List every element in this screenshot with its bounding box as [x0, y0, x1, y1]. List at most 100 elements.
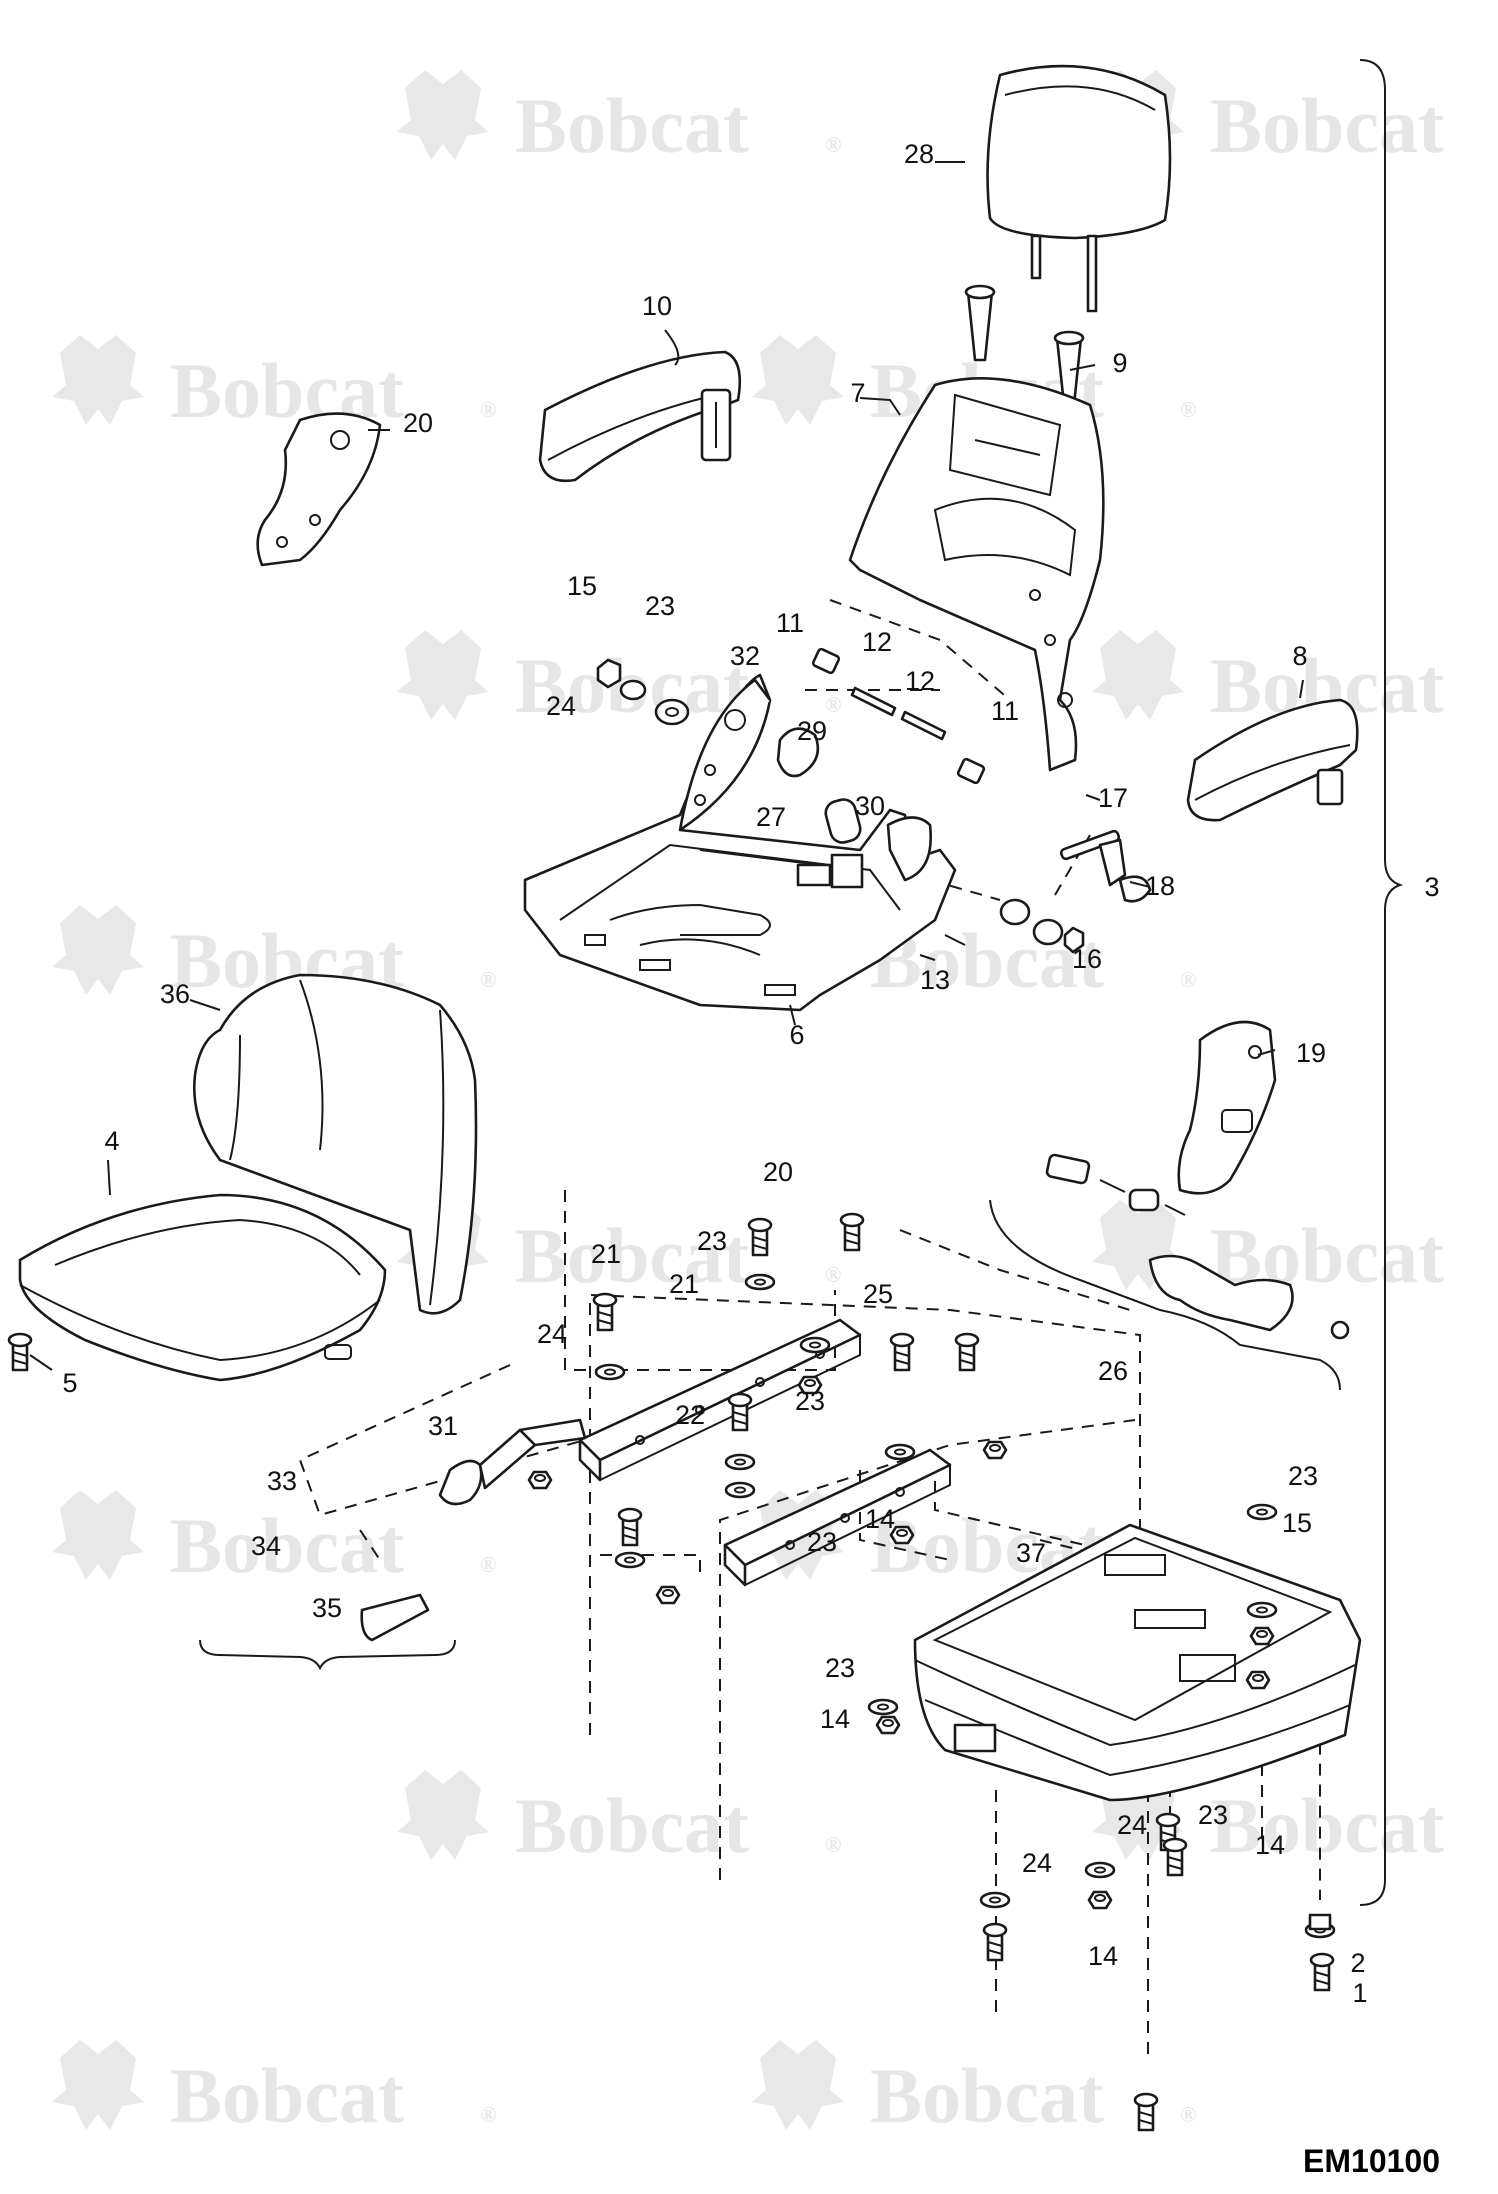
nut-0 [527, 1470, 553, 1490]
callout-37: 37 [1016, 1538, 1046, 1568]
suspension-base [913, 1523, 1362, 1802]
callout-23: 23 [697, 1226, 727, 1256]
callout-9: 9 [1112, 348, 1127, 378]
watermark-9: Bobcat® [1092, 1200, 1444, 1299]
bobcat-logo-icon [52, 2040, 144, 2130]
callout-21: 21 [591, 1239, 621, 1269]
washer-b0 [979, 1891, 1011, 1909]
nut-8 [1087, 1890, 1113, 1910]
watermark-mark: ® [480, 2102, 496, 2127]
bobcat-logo-icon [397, 70, 489, 160]
callout-6: 6 [789, 1020, 804, 1050]
callout-15: 15 [567, 571, 597, 601]
callout-14: 14 [1255, 1830, 1285, 1860]
callout-10: 10 [642, 291, 672, 321]
washer-9 [867, 1698, 899, 1716]
bobcat-logo-icon [397, 630, 489, 720]
callout-27: 27 [756, 802, 786, 832]
callout-24: 24 [1117, 1810, 1147, 1840]
watermark-mark: ® [825, 1262, 841, 1287]
callout-3: 3 [1424, 872, 1439, 902]
watermark-brand: Bobcat [1210, 82, 1444, 169]
slide-rail-lower [723, 1448, 952, 1587]
bobcat-logo-icon [397, 1770, 489, 1860]
callout-11: 11 [991, 696, 1019, 726]
callout-18: 18 [1145, 871, 1175, 901]
bolt-1 [747, 1217, 773, 1257]
callout-4: 4 [104, 1126, 119, 1156]
callout-12: 12 [862, 627, 892, 657]
callout-12: 12 [905, 666, 935, 696]
callout-15: 15 [1282, 1508, 1312, 1538]
spring-clip [776, 727, 820, 778]
armrest-bracket-left [256, 412, 382, 567]
nut-4 [889, 1525, 915, 1545]
adjust-lever [438, 1418, 587, 1506]
callout-23: 23 [825, 1653, 855, 1683]
callout-23: 23 [807, 1527, 837, 1557]
callout-23: 23 [645, 591, 675, 621]
watermark-8: Bobcat ® [397, 1200, 841, 1299]
nut-7 [1245, 1670, 1271, 1690]
watermark-brand: Bobcat [515, 1782, 749, 1869]
callout-16: 16 [1072, 944, 1102, 974]
watermark-brand: Bobcat [870, 2052, 1104, 2139]
headrest [986, 64, 1172, 313]
washer-3 [884, 1443, 916, 1461]
callout-14: 14 [1088, 1941, 1118, 1971]
callout-8: 8 [1292, 641, 1307, 671]
guide-bushes [964, 284, 1085, 407]
watermark-13: Bobcat® [1092, 1770, 1444, 1869]
bolt-5 [727, 1392, 753, 1432]
watermark-0: Bobcat® [397, 70, 841, 169]
washer-2 [594, 1363, 626, 1381]
bobcat-logo-icon [752, 335, 844, 425]
callout-19: 19 [1296, 1038, 1326, 1068]
callout-labels: 1234567891011111212131414141415151617181… [62, 139, 1439, 2008]
watermark-brand: Bobcat [515, 1212, 749, 1299]
watermark-mark: ® [1180, 397, 1196, 422]
armrest-right [1186, 698, 1359, 822]
callout-13: 13 [920, 965, 950, 995]
seat-belt-assembly [1045, 1153, 1350, 1340]
watermark-14: Bobcat ® [52, 2040, 496, 2139]
watermark-mark: ® [1180, 967, 1196, 992]
callout-30: 30 [855, 791, 885, 821]
watermark-mark: ® [480, 1552, 496, 1577]
watermark-brand: Bobcat [515, 82, 749, 169]
washer-0 [744, 1273, 776, 1291]
callout-11: 11 [776, 608, 804, 638]
bolt-b1 [1309, 1952, 1335, 1992]
callout-14: 14 [865, 1504, 895, 1534]
bobcat-logo-icon [52, 1490, 144, 1580]
bolt-7 [617, 1507, 643, 1547]
nut-6 [1249, 1626, 1275, 1646]
callout-25: 25 [863, 1279, 893, 1309]
callout-14: 14 [820, 1704, 850, 1734]
callout-2: 2 [1350, 1948, 1365, 1978]
armrest-bracket-right [1177, 1020, 1277, 1195]
bolt-b0 [982, 1922, 1008, 1962]
bobcat-logo-icon [752, 2040, 844, 2130]
washer-1 [799, 1336, 831, 1354]
watermark-12: Bobcat® [397, 1770, 841, 1869]
seat-pan-frame [523, 673, 957, 1012]
washer-4 [724, 1453, 756, 1471]
bolt-9 [1162, 1837, 1188, 1877]
callout-29: 29 [797, 716, 827, 746]
watermark-mark: ® [1180, 2102, 1196, 2127]
bolt-3 [839, 1212, 865, 1252]
watermark-brand: Bobcat [170, 2052, 404, 2139]
nut-1 [797, 1375, 823, 1395]
bolt-0 [7, 1332, 33, 1372]
bobcat-logo-icon [1092, 630, 1184, 720]
callout-22: 22 [675, 1400, 705, 1430]
watermark-brand: Bobcat [170, 1502, 404, 1589]
nut-5 [875, 1715, 901, 1735]
washer-10 [1084, 1861, 1116, 1879]
bolt-2 [592, 1292, 618, 1332]
watermark-1: Bobcat® [1092, 70, 1444, 169]
callout-23: 23 [795, 1386, 825, 1416]
callout-26: 26 [1098, 1356, 1128, 1386]
diagram-code: EM10100 [1303, 2143, 1440, 2179]
